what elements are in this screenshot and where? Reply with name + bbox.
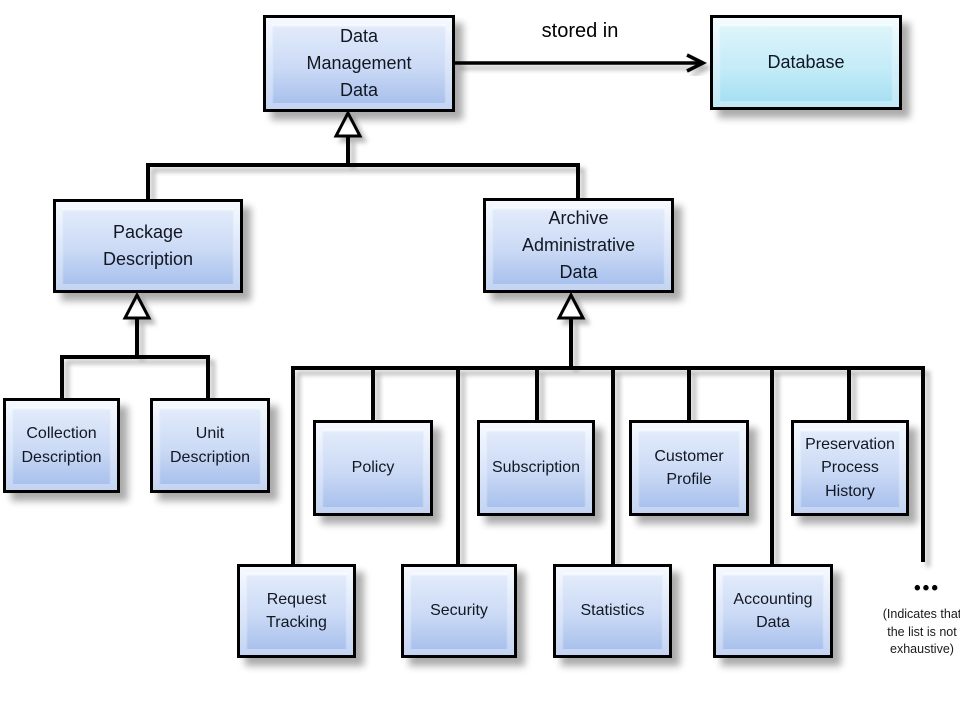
node-accounting-data: Accounting Data (713, 564, 833, 658)
node-label: Statistics (580, 602, 645, 620)
node-label: Policy (351, 459, 395, 477)
node-panel (12, 407, 111, 484)
node-panel (492, 207, 665, 284)
node-panel (272, 24, 446, 103)
generalization-triangle-icon (333, 109, 363, 138)
node-label: Unit Description (169, 425, 251, 466)
node-policy: Policy (313, 420, 433, 516)
tree-package (60, 291, 210, 398)
node-panel (410, 573, 508, 649)
node-package-description: Package Description (53, 199, 243, 293)
node-security: Security (401, 564, 517, 658)
node-panel (562, 573, 663, 649)
stored-in-arrow (455, 53, 707, 73)
node-label: Request Tracking (266, 590, 327, 631)
connector-lines (146, 136, 580, 199)
node-label: Database (767, 52, 845, 72)
node-label: Preservation Process History (805, 436, 895, 500)
node-collection-description: Collection Description (3, 398, 120, 493)
node-unit-description: Unit Description (150, 398, 270, 493)
node-data-management-data: Data Management Data (263, 15, 455, 112)
node-request-tracking: Request Tracking (237, 564, 356, 658)
node-archive-administrative-data: Archive Administrative Data (483, 198, 674, 293)
ellipsis: ••• (914, 578, 940, 599)
arrowhead-icon (686, 53, 707, 73)
node-panel (246, 573, 347, 649)
node-label: Archive Administrative Data (521, 208, 636, 282)
connector-lines (291, 318, 925, 564)
node-label: Subscription (491, 459, 581, 477)
node-customer-profile: Customer Profile (629, 420, 749, 516)
node-panel (322, 429, 424, 507)
node-label: Package Description (102, 222, 194, 269)
stored-in-label: stored in (541, 20, 619, 42)
node-panel (486, 429, 586, 507)
node-label: Security (430, 602, 488, 620)
tree-root (146, 109, 580, 199)
node-statistics: Statistics (553, 564, 672, 658)
tree-archive (291, 291, 925, 564)
node-panel (722, 573, 824, 649)
node-label: Collection Description (21, 425, 102, 466)
node-label: Customer Profile (654, 447, 724, 488)
node-panel (159, 407, 261, 484)
generalization-triangle-icon (556, 291, 586, 320)
note-not-exhaustive: (Indicates that the list is not exhausti… (882, 607, 960, 656)
node-label: Data Management Data (306, 26, 412, 100)
node-database: Database (710, 15, 902, 110)
node-panel (719, 24, 893, 101)
node-panel (800, 429, 900, 507)
generalization-triangle-icon (122, 291, 152, 320)
node-preservation-process-history: Preservation Process History (791, 420, 909, 516)
node-panel (638, 429, 740, 507)
node-label: Accounting Data (733, 590, 813, 631)
connector-lines (60, 318, 210, 398)
node-panel (62, 208, 234, 284)
node-subscription: Subscription (477, 420, 595, 516)
